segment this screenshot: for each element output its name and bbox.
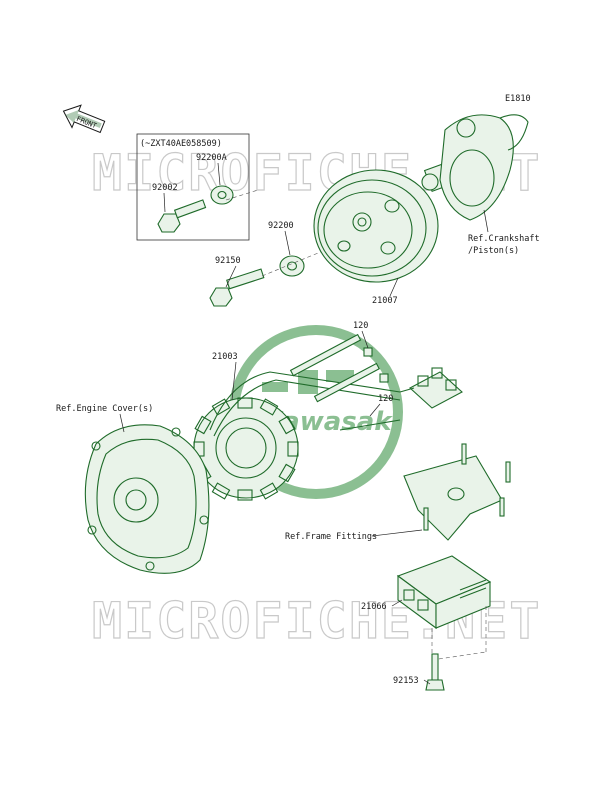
bolt-92150	[209, 268, 265, 307]
front-arrow-icon: FRONT	[62, 104, 106, 134]
label-92200a: 92200A	[196, 153, 227, 163]
ref-crankshaft-line1: Ref.Crankshaft	[468, 234, 540, 244]
label-92153: 92153	[393, 676, 419, 686]
stator-connector	[339, 367, 463, 431]
label-120-a: 120	[353, 321, 368, 331]
ref-engine-cover: Ref.Engine Cover(s)	[56, 404, 153, 414]
label-92150: 92150	[215, 256, 241, 266]
label-21007: 21007	[372, 296, 398, 306]
label-21003: 21003	[212, 352, 238, 362]
variant-note: (~ZXT40AE058509)	[140, 139, 222, 149]
frame-bracket	[403, 443, 511, 541]
variant-box	[136, 133, 250, 241]
crankshaft	[421, 114, 529, 221]
bolt-120-lower	[313, 362, 389, 403]
engine-cover	[84, 424, 210, 574]
bolt-92153	[425, 653, 445, 691]
label-92002: 92002	[152, 183, 178, 193]
washer-92200a	[210, 185, 234, 205]
bolt-92002	[157, 199, 207, 233]
rotor-21007	[313, 169, 439, 283]
label-120-b: 120	[378, 394, 393, 404]
bolt-120-upper	[289, 333, 373, 377]
label-21066: 21066	[361, 602, 387, 612]
diagram-id: E1810	[505, 94, 531, 104]
ref-frame-fittings: Ref.Frame Fittings	[285, 532, 377, 542]
label-92200: 92200	[268, 221, 294, 231]
stator-21003	[193, 371, 401, 501]
ref-crankshaft-line2: /Piston(s)	[468, 246, 519, 256]
regulator-21066	[396, 555, 492, 630]
washer-92200	[279, 255, 305, 277]
